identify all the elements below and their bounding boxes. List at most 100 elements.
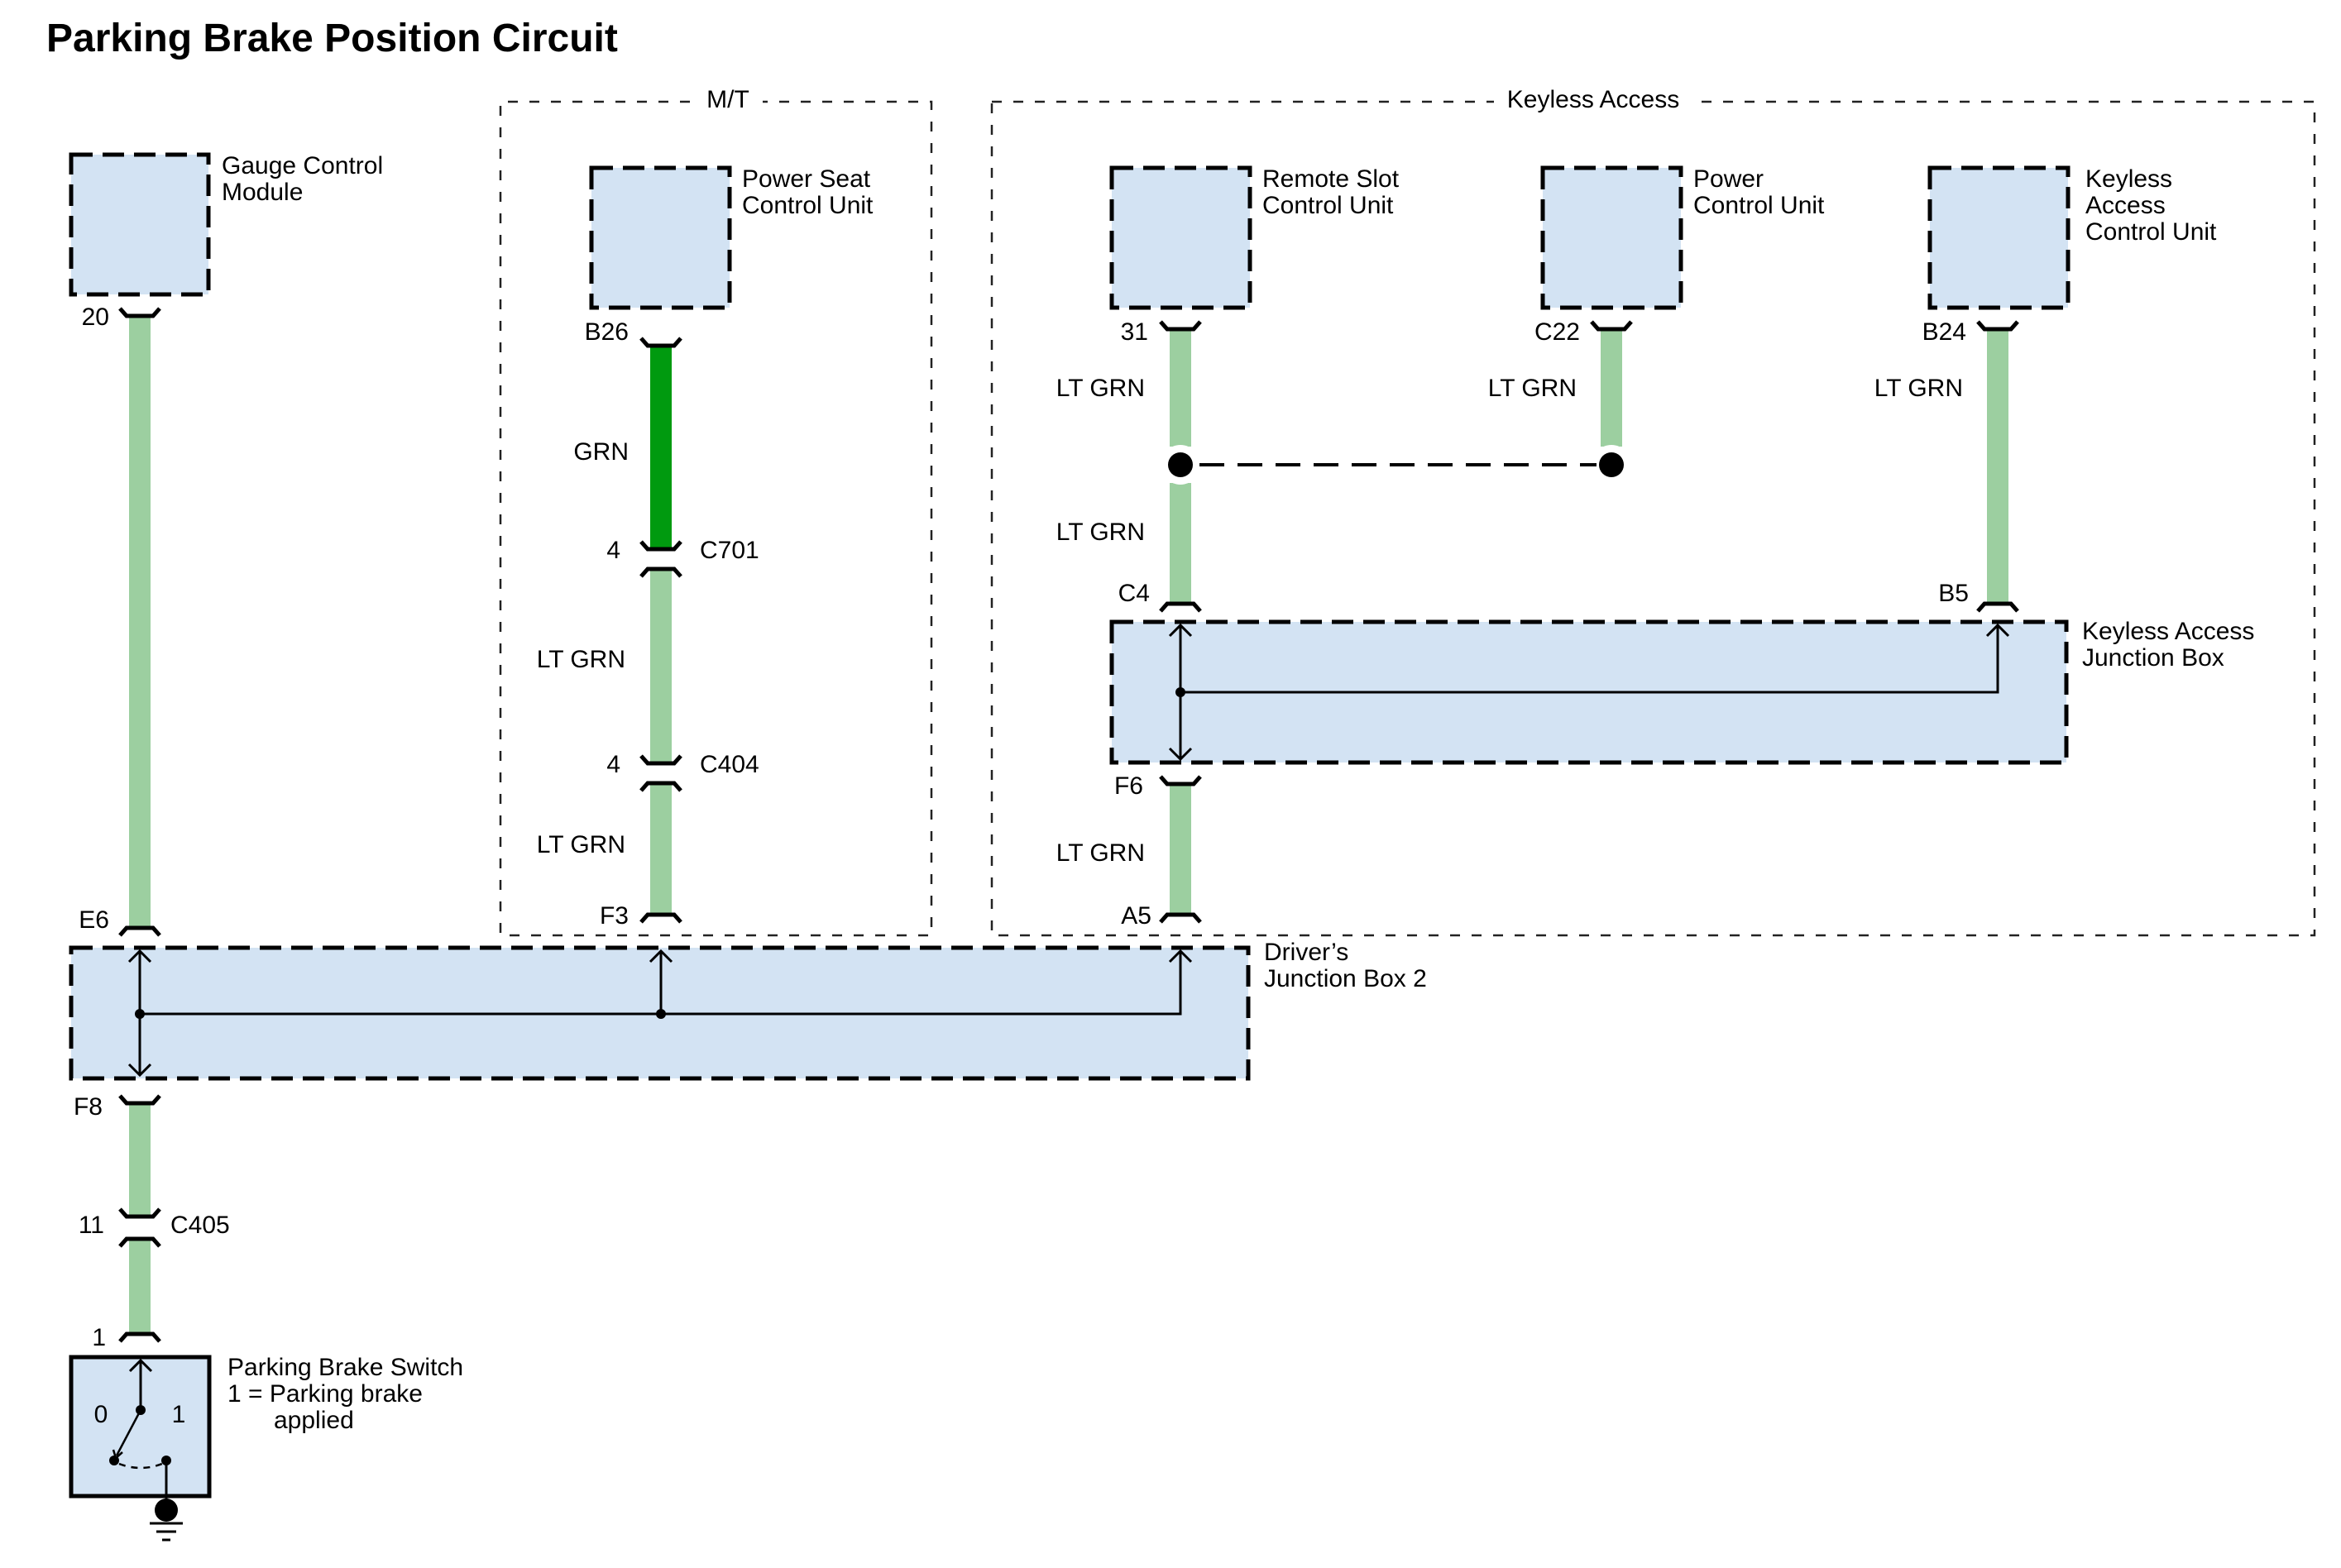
wire-kajb-to-djb2 bbox=[1170, 784, 1191, 915]
internals-layer bbox=[109, 623, 2010, 1542]
parking-brake-switch-label-1: Parking Brake Switch bbox=[227, 1354, 463, 1381]
pin-label-djb2-e6: E6 bbox=[79, 906, 109, 934]
remote-slot-control-unit[interactable]: Remote Slot Control Unit bbox=[1109, 165, 1400, 310]
switch-position-0-label: 0 bbox=[94, 1401, 108, 1428]
connector-pcu-c22 bbox=[1590, 320, 1633, 332]
drivers-junction-box-2-label-1: Driver’s bbox=[1264, 939, 1348, 966]
wire-pscu-to-c701 bbox=[650, 346, 672, 549]
connector-c405-lower bbox=[118, 1236, 161, 1248]
pin-label-pcu-c22: C22 bbox=[1534, 318, 1580, 346]
group-keyless-access: Keyless Access bbox=[990, 86, 2316, 937]
power-control-unit-label-1: Power bbox=[1693, 165, 1764, 193]
connector-djb2-f8 bbox=[118, 1094, 161, 1106]
remote-slot-control-unit-label-1: Remote Slot bbox=[1262, 165, 1400, 193]
parking-brake-switch-label-2: 1 = Parking brake bbox=[227, 1380, 423, 1408]
connector-kacu-b24 bbox=[1976, 320, 2019, 332]
wire-label-c404-to-djb2: LT GRN bbox=[537, 831, 625, 858]
power-seat-control-unit-label-2: Control Unit bbox=[742, 192, 874, 219]
kajb-arrow-c4 bbox=[1168, 623, 1193, 638]
pin-labels: 20 B26 4 C701 4 C404 F3 31 C22 B24 C4 B5… bbox=[74, 304, 1969, 1351]
connector-c404-upper bbox=[639, 754, 682, 766]
drivers-junction-box-2[interactable]: Driver’s Junction Box 2 bbox=[69, 939, 1427, 1081]
pin-label-pbs-1: 1 bbox=[92, 1324, 106, 1351]
connector-djb2-f3 bbox=[639, 912, 682, 924]
power-seat-control-unit-box[interactable] bbox=[589, 165, 732, 310]
group-keyless-label-bg bbox=[1494, 86, 1692, 119]
wires-layer bbox=[129, 316, 2008, 1334]
connector-label-c405: C405 bbox=[170, 1212, 230, 1239]
connector-kajb-f6 bbox=[1159, 775, 1202, 786]
splice-dot-rscu bbox=[1168, 452, 1193, 477]
djb2-junction-dot-mid bbox=[656, 1009, 666, 1019]
gauge-control-module-box[interactable] bbox=[69, 152, 211, 297]
djb2-junction-dot-left bbox=[135, 1009, 145, 1019]
group-keyless-outline bbox=[990, 100, 2316, 937]
remote-slot-control-unit-label-2: Control Unit bbox=[1262, 192, 1394, 219]
pin-label-c405-pin: 11 bbox=[79, 1212, 104, 1239]
pin-label-rscu-31: 31 bbox=[1121, 318, 1148, 346]
switch-contact-0 bbox=[109, 1456, 119, 1465]
connector-c405-upper bbox=[118, 1207, 161, 1219]
wire-c405-to-switch bbox=[129, 1239, 151, 1334]
wire-gcm-to-djb2 bbox=[129, 316, 151, 928]
wire-label-kacu: LT GRN bbox=[1874, 375, 1963, 402]
kajb-arrow-f6 bbox=[1168, 747, 1193, 762]
diagram-title: Parking Brake Position Circuit bbox=[46, 17, 618, 60]
pin-label-djb2-f3: F3 bbox=[600, 902, 629, 930]
wire-color-labels: GRN LT GRN LT GRN LT GRN LT GRN LT GRN L… bbox=[537, 375, 1963, 867]
kajb-arrow-b5 bbox=[1985, 623, 2010, 638]
power-seat-control-unit-label-1: Power Seat bbox=[742, 165, 871, 193]
power-control-unit[interactable]: Power Control Unit bbox=[1540, 165, 1825, 310]
wire-label-pcu: LT GRN bbox=[1488, 375, 1577, 402]
wire-c404-to-djb2 bbox=[650, 783, 672, 915]
group-mt-label: M/T bbox=[706, 86, 749, 113]
connectors-layer bbox=[118, 307, 2019, 1343]
pin-label-kajb-b5: B5 bbox=[1938, 580, 1969, 607]
wire-kacu bbox=[1987, 329, 2008, 604]
group-mt-outline bbox=[499, 100, 933, 937]
splice-dot-pcu bbox=[1599, 452, 1624, 477]
wire-pcu bbox=[1601, 329, 1622, 447]
connector-rscu-31 bbox=[1159, 320, 1202, 332]
pin-label-kacu-b24: B24 bbox=[1922, 318, 1966, 346]
djb2-trace-horizontal bbox=[140, 951, 1182, 1016]
parking-brake-switch-label-3: applied bbox=[274, 1407, 354, 1434]
connector-label-c404: C404 bbox=[700, 751, 759, 778]
connector-c701-lower bbox=[639, 566, 682, 578]
power-control-unit-box[interactable] bbox=[1540, 165, 1683, 310]
gauge-control-module-label-1: Gauge Control bbox=[222, 152, 383, 179]
keyless-access-control-unit-label-3: Control Unit bbox=[2085, 218, 2217, 246]
djb2-arrow-e6 bbox=[127, 949, 152, 963]
switch-blade bbox=[115, 1409, 142, 1456]
gauge-control-module[interactable]: Gauge Control Module bbox=[69, 152, 383, 297]
keyless-access-control-unit-box[interactable] bbox=[1927, 165, 2071, 310]
pin-label-pscu-b26: B26 bbox=[585, 318, 629, 346]
pin-label-kajb-c4: C4 bbox=[1118, 580, 1150, 607]
drivers-junction-box-2-label-2: Junction Box 2 bbox=[1264, 965, 1427, 992]
connector-c404-lower bbox=[639, 781, 682, 792]
kajb-trace-horizontal bbox=[1180, 625, 1999, 694]
pin-label-kajb-f6: F6 bbox=[1114, 772, 1143, 800]
pin-label-djb2-a5: A5 bbox=[1121, 902, 1151, 930]
wire-label-pscu-to-c701: GRN bbox=[573, 438, 629, 466]
group-keyless-label: Keyless Access bbox=[1507, 86, 1679, 113]
remote-slot-control-unit-box[interactable] bbox=[1109, 165, 1252, 310]
pin-label-c404-pin: 4 bbox=[606, 751, 620, 778]
keyless-access-junction-box-label-2: Junction Box bbox=[2082, 644, 2224, 672]
connector-djb2-a5 bbox=[1159, 912, 1202, 924]
switch-arrow-top bbox=[128, 1358, 153, 1373]
pin-label-djb2-f8: F8 bbox=[74, 1093, 103, 1121]
power-seat-control-unit[interactable]: Power Seat Control Unit bbox=[589, 165, 874, 310]
switch-throw-path bbox=[118, 1462, 163, 1470]
kajb-junction-dot bbox=[1175, 687, 1185, 697]
power-control-unit-label-2: Control Unit bbox=[1693, 192, 1825, 219]
connector-djb2-e6 bbox=[118, 925, 161, 937]
wire-label-kajb-to-djb2: LT GRN bbox=[1056, 839, 1145, 867]
keyless-access-control-unit[interactable]: Keyless Access Control Unit bbox=[1927, 165, 2217, 310]
connector-kajb-c4 bbox=[1159, 601, 1202, 613]
djb2-arrow-f3 bbox=[649, 949, 673, 963]
connector-pbs-1 bbox=[118, 1331, 161, 1343]
wire-djb2-to-c405 bbox=[129, 1103, 151, 1217]
wire-rscu-lower bbox=[1170, 483, 1191, 604]
